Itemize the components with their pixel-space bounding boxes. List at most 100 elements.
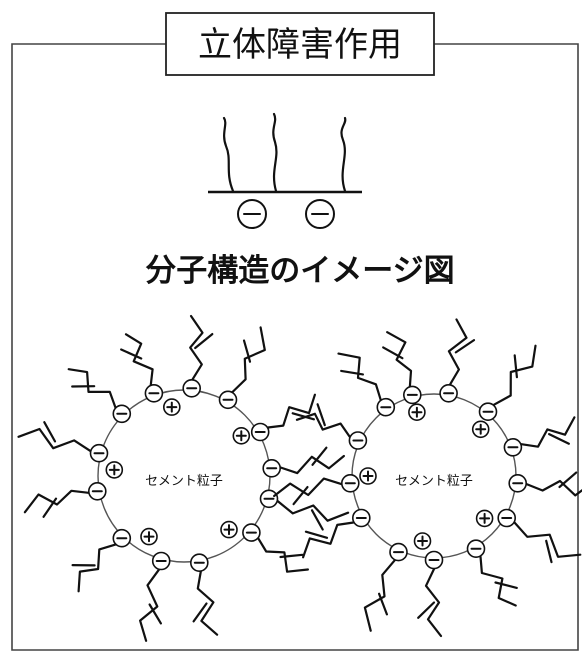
polymer-branch	[545, 539, 553, 564]
structure-heading: 分子構造のイメージ図	[145, 253, 454, 289]
polymer-chain	[337, 352, 382, 401]
polymer-chain	[424, 567, 443, 638]
positive-charge-icon	[140, 527, 158, 546]
negative-charge-icon	[348, 431, 368, 450]
polymer-chain	[447, 318, 468, 386]
polymer-branch	[148, 603, 162, 625]
polymer-branch	[310, 509, 324, 531]
polymer-branch	[548, 433, 570, 445]
negative-charge-icon	[112, 528, 132, 548]
polymer-chain	[77, 543, 117, 593]
positive-charge-icon	[471, 420, 490, 439]
polymer-chain	[189, 314, 204, 381]
polymer-branch	[304, 530, 329, 539]
negative-charge-icon	[88, 481, 107, 501]
negative-charge-icon	[112, 404, 132, 424]
cement-particle-left	[17, 314, 350, 642]
polymer-chain	[363, 559, 396, 632]
negative-charge-icon	[262, 458, 282, 478]
negative-charge-icon	[259, 489, 279, 509]
polymer-chain	[67, 368, 117, 409]
polymer-branch	[311, 446, 328, 466]
positive-charge-icon	[163, 398, 181, 416]
polymer-chain	[139, 568, 160, 642]
negative-charge-icon	[439, 383, 458, 403]
negative-charge-icon	[340, 473, 360, 493]
polymer-branch	[120, 348, 143, 360]
anionic-group-icon	[237, 199, 267, 229]
polymer-branch	[192, 602, 208, 623]
polymer-chain	[196, 570, 219, 636]
polymer-branch	[279, 553, 304, 559]
negative-charge-icon	[151, 551, 171, 571]
negative-charge-icon	[250, 422, 270, 442]
positive-charge-icon	[359, 467, 377, 485]
side-chain	[222, 116, 235, 193]
positive-charge-icon	[475, 509, 494, 528]
positive-charge-icon	[220, 520, 238, 539]
side-chain	[272, 112, 278, 193]
polymer-branch	[292, 486, 309, 506]
cement-particle-right	[273, 318, 582, 638]
polymer-chain	[276, 500, 350, 522]
polymer-chain	[492, 344, 537, 406]
polymer-chain	[23, 489, 90, 514]
polymer-branch	[378, 592, 388, 616]
particle-label-right: セメント粒子	[395, 474, 473, 489]
polymer-branch	[513, 354, 518, 379]
positive-charge-icon	[408, 403, 426, 422]
polymer-branch	[417, 601, 436, 619]
polymer-branch	[382, 346, 404, 360]
negative-charge-icon	[478, 402, 498, 422]
polymer-branch	[43, 421, 57, 443]
polymer-chain	[124, 333, 154, 386]
polymer-chain	[525, 479, 582, 497]
polymer-chain	[266, 393, 316, 429]
positive-charge-icon	[413, 532, 432, 550]
positive-charge-icon	[232, 426, 251, 445]
negative-charge-icon	[144, 383, 164, 403]
polymer-branch	[42, 497, 58, 518]
negative-charge-icon	[190, 553, 209, 573]
positive-charge-icon	[105, 461, 124, 479]
negative-charge-icon	[89, 443, 109, 463]
polymer-branch	[558, 471, 578, 489]
negative-charge-icon	[497, 508, 517, 528]
polymer-branch	[242, 339, 252, 363]
negative-charge-icon	[402, 385, 422, 405]
side-chain	[340, 116, 347, 193]
polymer-branch	[316, 403, 326, 427]
diagram-title: 立体障害作用	[198, 25, 402, 65]
polymer-branch	[494, 581, 518, 589]
polymer-chain	[520, 416, 576, 448]
negative-charge-icon	[424, 550, 444, 570]
negative-charge-icon	[503, 437, 523, 457]
polymer-chain	[386, 331, 413, 388]
negative-charge-icon	[182, 378, 201, 398]
polymer-branch	[454, 339, 476, 354]
particle-label-left: セメント粒子	[145, 474, 223, 489]
negative-charge-icon	[242, 523, 261, 542]
polymer-chain	[257, 537, 309, 573]
negative-charge-icon	[508, 473, 528, 493]
title-box: 立体障害作用	[165, 12, 435, 76]
polymer-chain	[17, 427, 92, 452]
polymer-chain	[513, 521, 582, 558]
polymer-branch	[194, 333, 214, 350]
diagram-frame	[11, 43, 579, 651]
polymer-branch	[340, 369, 364, 376]
polymer-chain	[273, 477, 343, 498]
negative-charge-icon	[389, 542, 408, 562]
polymer-chain	[479, 555, 517, 607]
polymer-chain	[279, 454, 345, 475]
polymer-chain	[231, 326, 266, 394]
polymer-chain	[302, 521, 355, 559]
negative-charge-icon	[466, 539, 486, 559]
anionic-group-icon	[305, 199, 335, 229]
molecule-structure	[208, 112, 362, 229]
polymer-branch	[291, 412, 315, 421]
negative-charge-icon	[218, 390, 238, 410]
negative-charge-icon	[351, 508, 371, 528]
polymer-chain	[295, 412, 351, 438]
